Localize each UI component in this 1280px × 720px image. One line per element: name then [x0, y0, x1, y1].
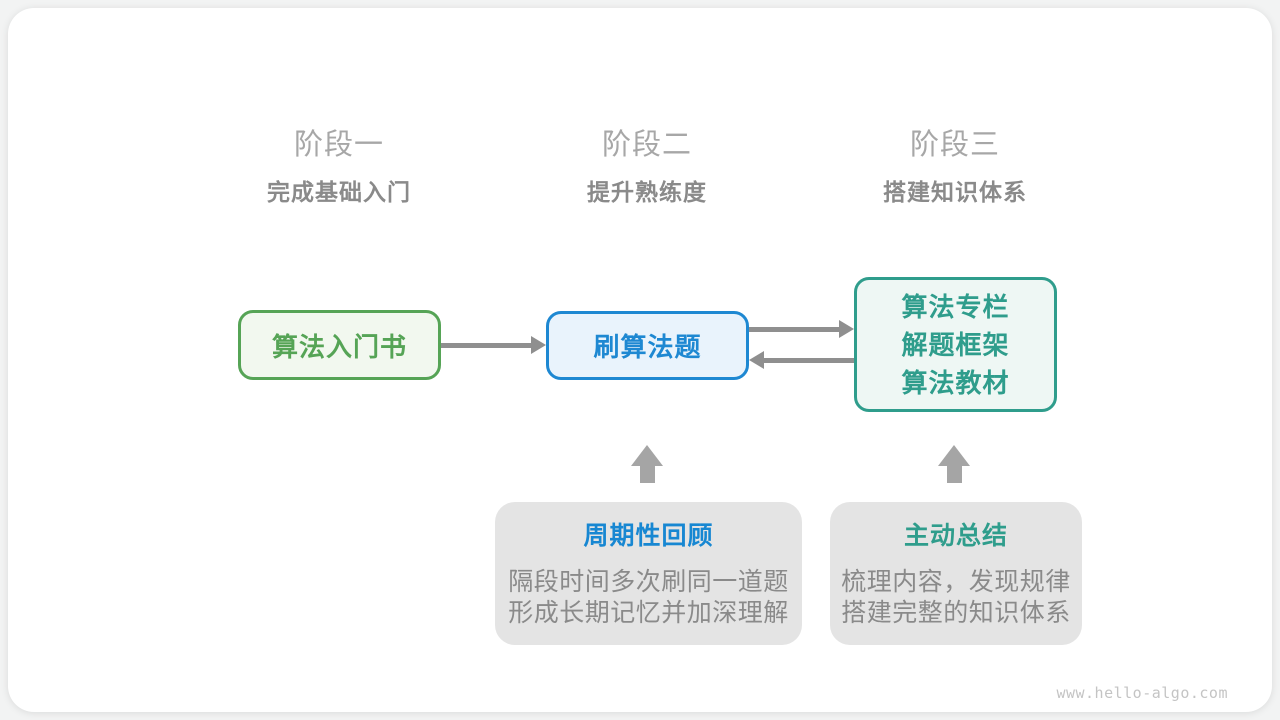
node-resources-line-2: 解题框架	[901, 329, 1010, 360]
note-periodic-review-body: 隔段时间多次刷同一道题 形成长期记忆并加深理解	[495, 567, 802, 629]
stage-header-2: 阶段二 提升熟练度	[587, 128, 707, 206]
stage-1-label: 阶段一	[293, 129, 384, 161]
note-body-line: 搭建完整的知识体系	[841, 599, 1071, 627]
stage-1-subtitle: 完成基础入门	[267, 179, 411, 205]
node-practice-problems-label: 刷算法题	[593, 332, 702, 362]
arrow-right-icon	[441, 336, 546, 354]
stage-3-label: 阶段三	[909, 129, 1000, 161]
note-body-line: 隔段时间多次刷同一道题	[508, 568, 789, 596]
note-periodic-review-title: 周期性回顾	[583, 522, 714, 550]
stage-2-subtitle: 提升熟练度	[587, 179, 707, 205]
note-body-line: 梳理内容，发现规律	[841, 568, 1071, 596]
stage-3-subtitle: 搭建知识体系	[883, 179, 1027, 205]
stage-header-1: 阶段一 完成基础入门	[267, 128, 411, 206]
arrow-up-icon	[938, 445, 970, 483]
node-intro-book: 算法入门书	[238, 310, 441, 380]
stage-header-3: 阶段三 搭建知识体系	[883, 128, 1027, 206]
arrow-right-icon	[749, 320, 854, 338]
note-body-line: 形成长期记忆并加深理解	[508, 599, 789, 627]
note-active-summary-body: 梳理内容，发现规律 搭建完整的知识体系	[830, 567, 1082, 629]
note-active-summary: 主动总结 梳理内容，发现规律 搭建完整的知识体系	[830, 502, 1082, 645]
node-resources-line-3: 算法教材	[901, 367, 1010, 398]
arrow-up-icon	[631, 445, 663, 483]
note-active-summary-title: 主动总结	[903, 522, 1008, 550]
node-practice-problems: 刷算法题	[546, 311, 749, 380]
diagram-canvas: 阶段一 完成基础入门 阶段二 提升熟练度 阶段三 搭建知识体系 算法入门书 刷算…	[8, 8, 1272, 712]
node-intro-book-label: 算法入门书	[271, 331, 407, 362]
node-advanced-resources: 算法专栏 解题框架 算法教材	[854, 277, 1057, 412]
note-periodic-review: 周期性回顾 隔段时间多次刷同一道题 形成长期记忆并加深理解	[495, 502, 802, 645]
watermark: www.hello-algo.com	[1056, 684, 1228, 702]
stage-2-label: 阶段二	[601, 129, 692, 161]
arrow-left-icon	[749, 351, 854, 369]
node-resources-line-1: 算法专栏	[901, 291, 1010, 322]
